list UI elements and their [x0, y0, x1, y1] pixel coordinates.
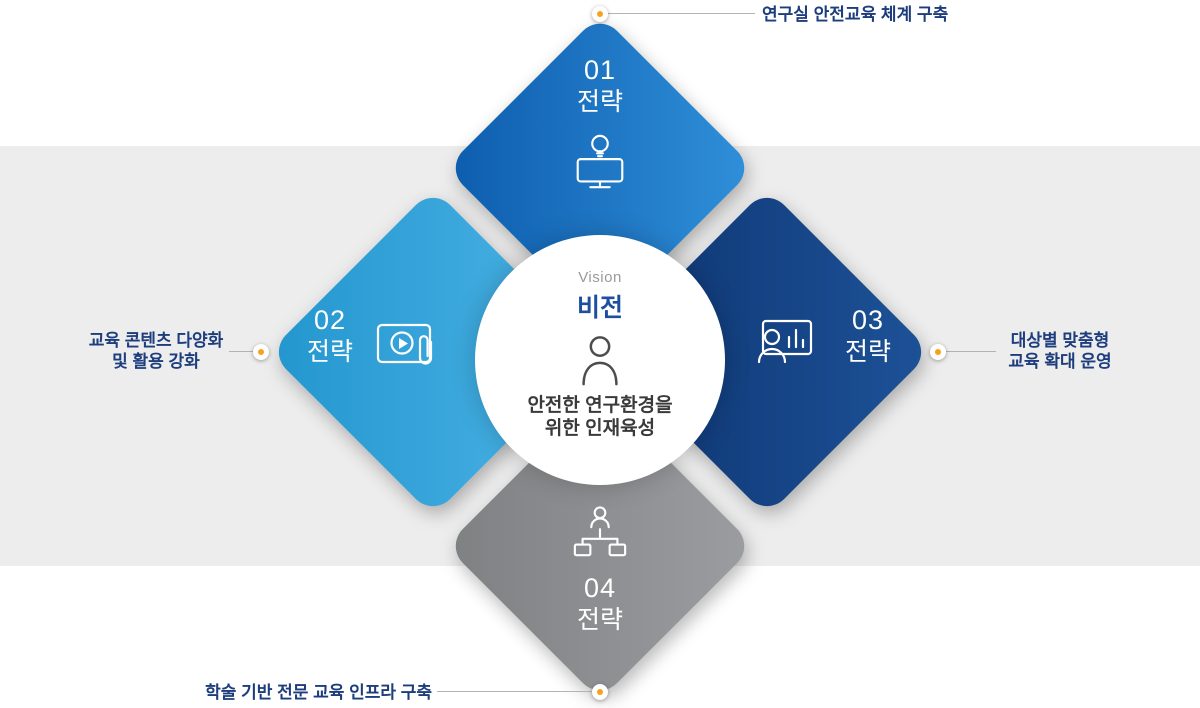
strategy-number: 02	[313, 305, 347, 335]
callout-connector-line	[946, 351, 996, 352]
callout-connector-line	[229, 351, 253, 352]
callout-text-line1: 대상별 맞춤형	[1010, 331, 1110, 350]
strategy-number: 03	[851, 305, 885, 335]
strategy-diamond-02: 02 전략	[268, 187, 598, 517]
strategy-label: 전략	[844, 338, 891, 366]
audience-chart-icon	[753, 316, 819, 370]
callout-connector-line	[437, 691, 592, 692]
vision-title: 비전	[576, 294, 623, 322]
vision-eyebrow: Vision	[578, 269, 622, 286]
callout-text: 연구실 안전교육 체계 구축	[762, 5, 949, 24]
person-icon	[574, 334, 626, 388]
strategy-label: 전략	[576, 88, 623, 116]
callout-dot	[253, 344, 269, 360]
strategy-diamond-03: 03 전략	[602, 187, 932, 517]
callout-dot	[930, 344, 946, 360]
monitor-lightbulb-icon	[569, 132, 631, 194]
callout-text: 학술 기반 전문 교육 인프라 구축	[205, 683, 432, 702]
org-chart-icon	[569, 504, 631, 562]
strategy-label: 전략	[306, 338, 353, 366]
vision-circle: Vision 비전 안전한 연구환경을 위한 인재육성	[475, 235, 725, 485]
callout-connector-line	[608, 13, 755, 14]
callout-text-line1: 교육 콘텐츠 다양화	[88, 331, 224, 350]
strategy-diamond-04: 04 전략	[445, 391, 755, 701]
callout-text-line2: 교육 확대 운영	[1008, 352, 1112, 371]
strategy-diamond-01: 01 전략	[445, 13, 755, 323]
strategy-number: 01	[583, 55, 617, 85]
callout-dot	[592, 684, 608, 700]
strategy-number: 04	[583, 573, 617, 603]
vision-description-line1: 안전한 연구환경을	[527, 395, 673, 416]
video-content-icon	[375, 318, 445, 374]
callout-text-line2: 및 활용 강화	[112, 352, 200, 371]
callout-dot	[592, 6, 608, 22]
strategy-label: 전략	[576, 606, 623, 634]
vision-description-line2: 위한 인재육성	[544, 418, 656, 439]
